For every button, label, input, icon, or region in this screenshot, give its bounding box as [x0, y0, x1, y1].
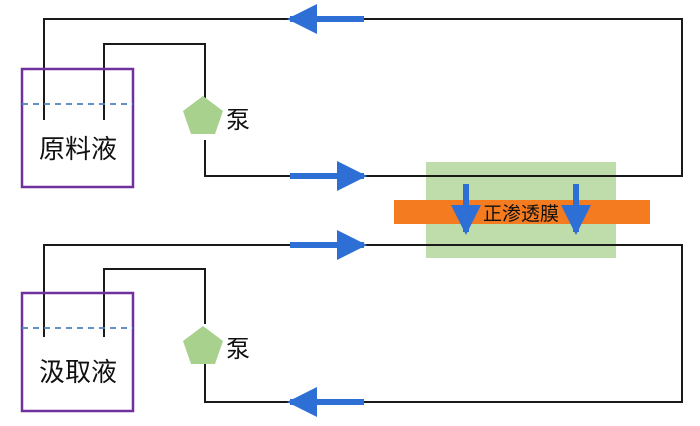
draw-pump-pipe — [103, 268, 206, 337]
membrane-label: 正渗透膜 — [483, 203, 559, 225]
feed-tank-label: 原料液 — [39, 135, 117, 165]
draw-tank — [20, 291, 135, 413]
pump-top-label: 泵 — [226, 106, 250, 134]
draw-tank-label: 汲取液 — [39, 358, 117, 388]
membrane-group: 正渗透膜 — [394, 184, 650, 235]
pump-bottom-label: 泵 — [226, 335, 250, 363]
feed-supply-pipe — [204, 140, 430, 177]
pump-bottom-icon — [183, 326, 223, 364]
membrane-bar — [394, 200, 650, 224]
draw-main-pipe — [43, 244, 683, 403]
feed-loop: 原料液 泵 — [20, 4, 683, 191]
feed-tank — [20, 67, 135, 189]
feed-return-pipe — [43, 18, 683, 177]
draw-loop: 汲取液 泵 — [20, 230, 683, 417]
pump-top-icon — [183, 96, 223, 134]
feed-pump-inlet-pipe — [103, 43, 206, 120]
